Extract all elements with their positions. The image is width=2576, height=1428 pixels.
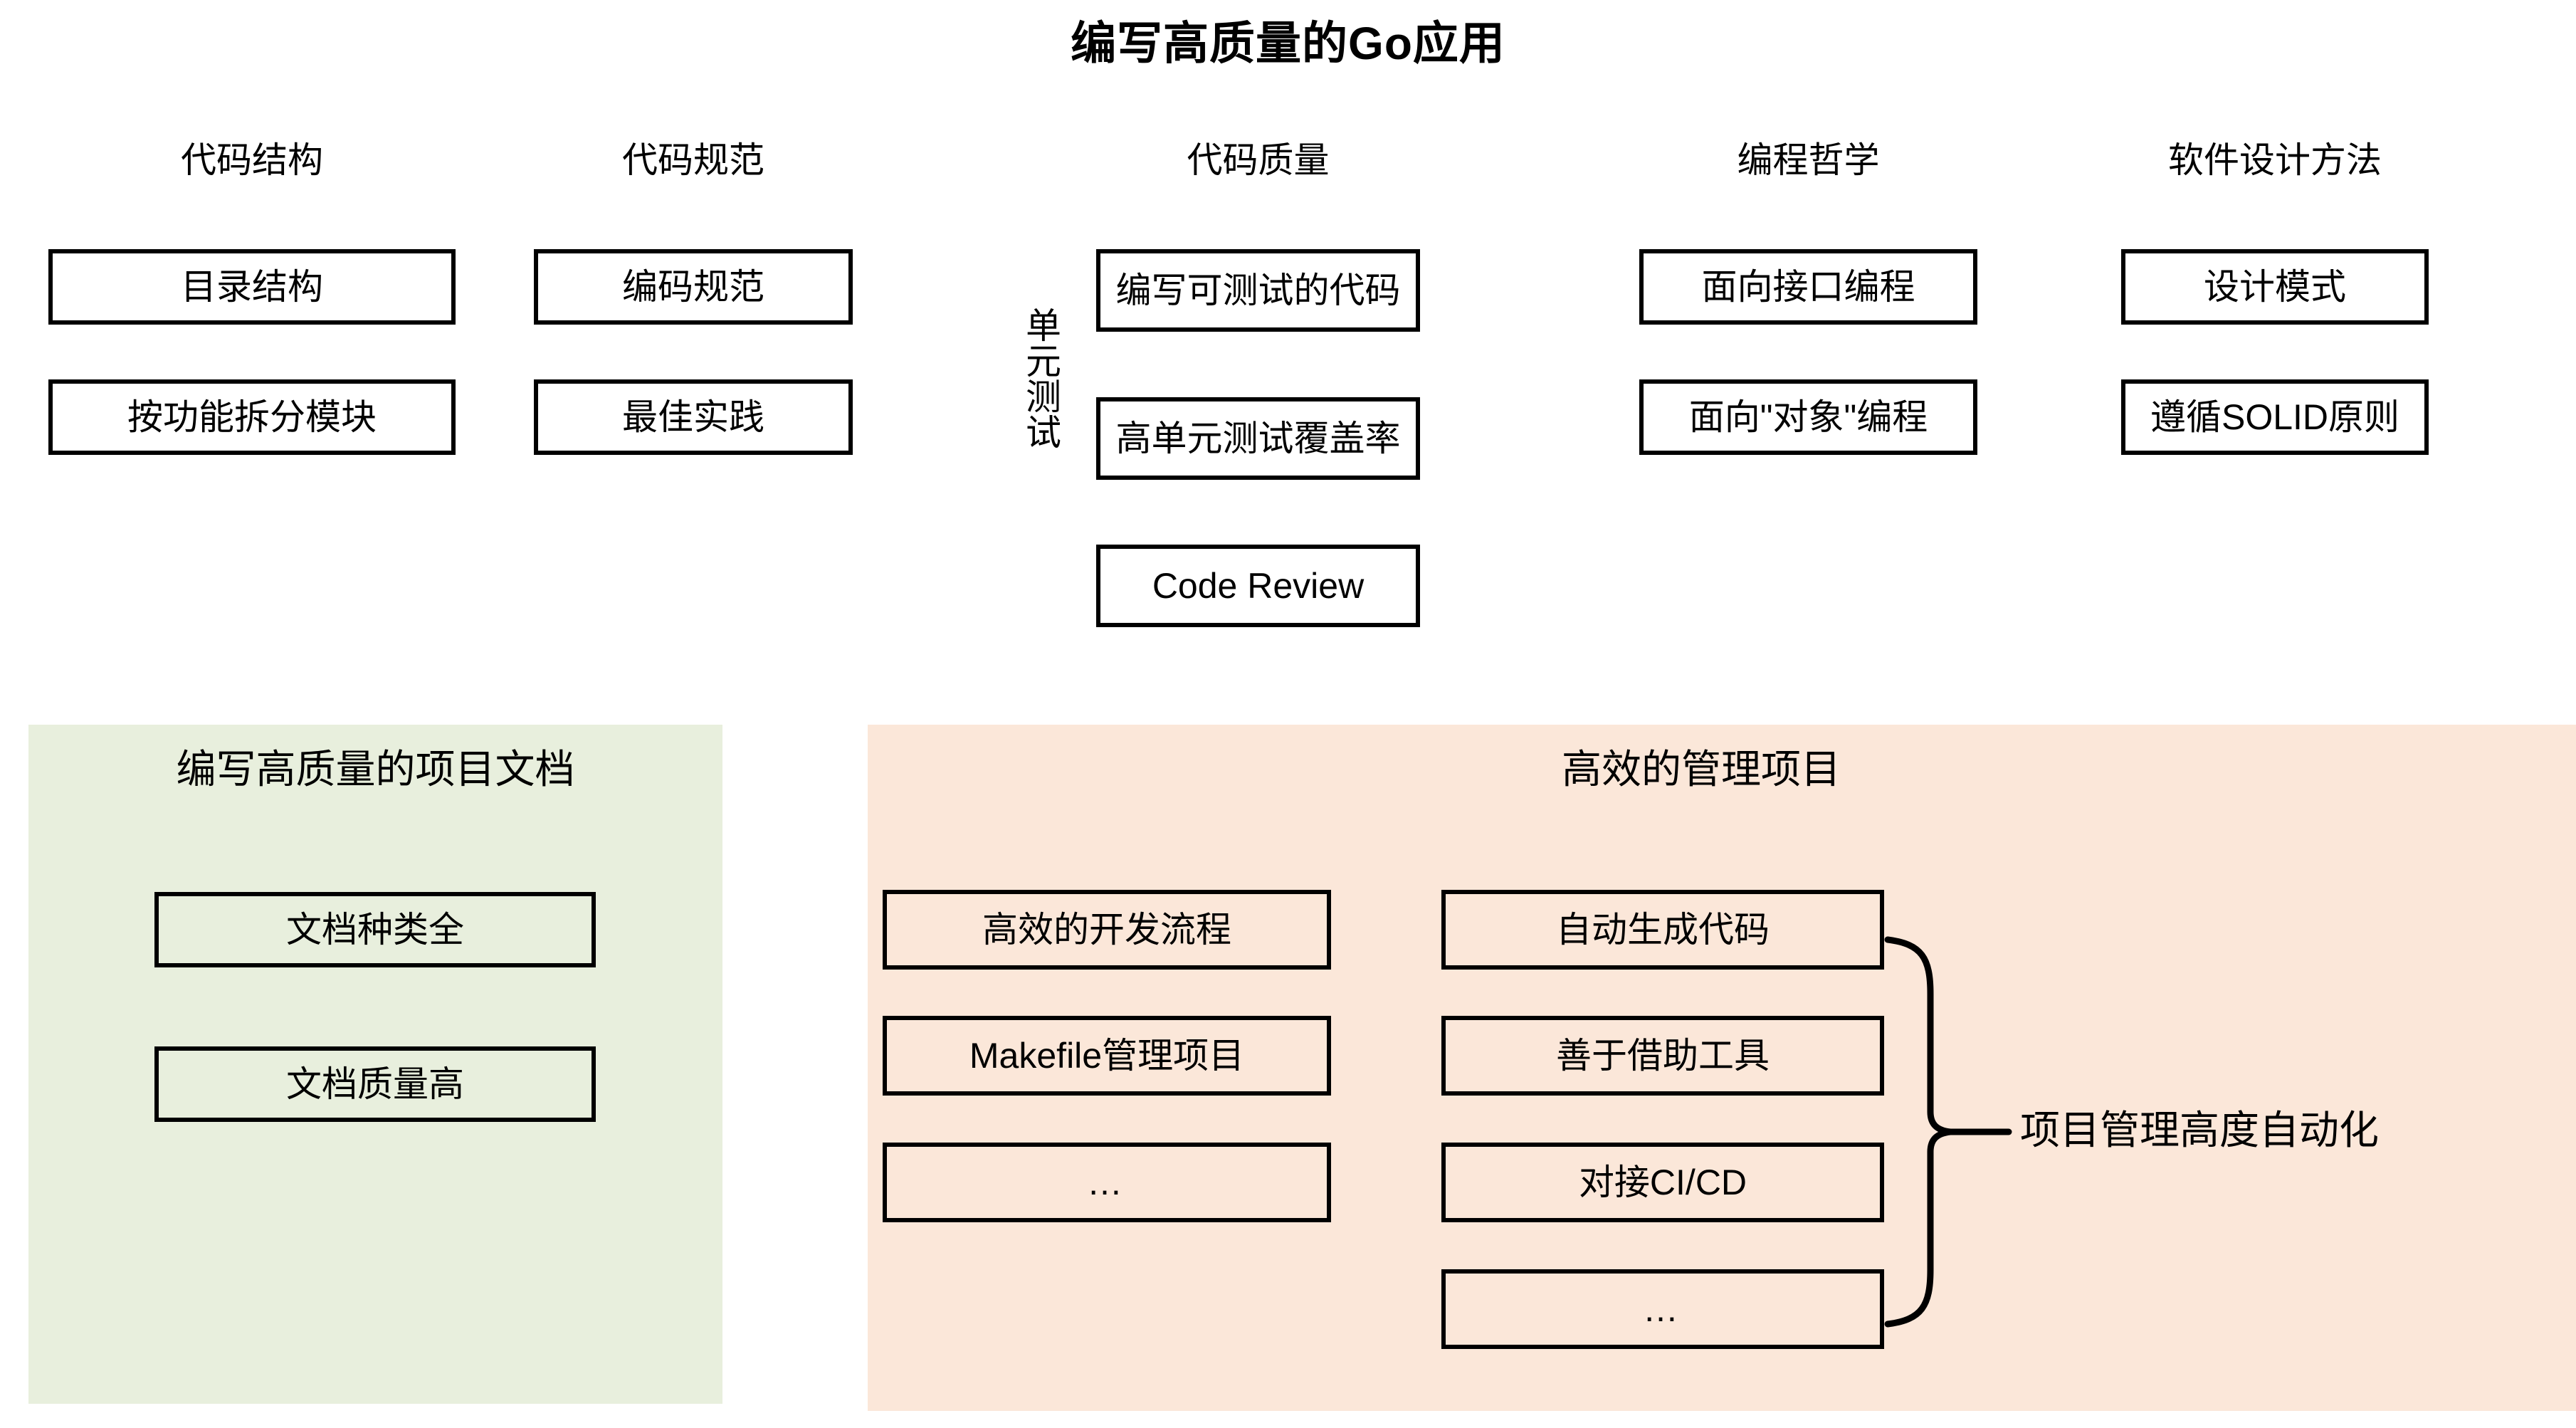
brace-bracket-icon [1884,936,2012,1328]
node-solid-principles[interactable]: 遵循SOLID原则 [2121,379,2429,455]
node-doc-quality-high[interactable]: 文档质量高 [154,1046,596,1122]
node-makefile-management[interactable]: Makefile管理项目 [883,1016,1331,1096]
node-directory-structure[interactable]: 目录结构 [48,249,456,325]
node-use-tools[interactable]: 善于借助工具 [1441,1016,1884,1096]
page-title: 编写高质量的Go应用 [1071,18,1505,69]
column-header-software-design: 软件设计方法 [2168,140,2382,180]
node-best-practice[interactable]: 最佳实践 [534,379,853,455]
node-design-patterns[interactable]: 设计模式 [2121,249,2429,325]
panel-project-management [868,725,2576,1411]
node-efficient-dev-flow[interactable]: 高效的开发流程 [883,890,1331,970]
node-doc-types-complete[interactable]: 文档种类全 [154,892,596,967]
node-left-ellipsis[interactable]: … [883,1143,1331,1222]
node-right-ellipsis[interactable]: … [1441,1269,1884,1349]
node-testable-code[interactable]: 编写可测试的代码 [1096,249,1420,332]
panel-header-project-docs: 编写高质量的项目文档 [176,747,575,792]
node-interface-oriented[interactable]: 面向接口编程 [1639,249,1977,325]
panel-project-docs [28,725,722,1404]
side-label-unit-test: 单元测试 [1021,307,1061,449]
node-high-coverage[interactable]: 高单元测试覆盖率 [1096,397,1420,480]
node-object-oriented[interactable]: 面向"对象"编程 [1639,379,1977,455]
node-auto-generate-code[interactable]: 自动生成代码 [1441,890,1884,970]
panel-header-project-management: 高效的管理项目 [1562,747,1841,792]
column-header-code-structure: 代码结构 [181,140,323,180]
node-ci-cd[interactable]: 对接CI/CD [1441,1143,1884,1222]
column-header-programming-philosophy: 编程哲学 [1737,140,1880,180]
column-header-code-quality: 代码质量 [1187,140,1330,180]
brace-label-automation: 项目管理高度自动化 [2020,1108,2379,1153]
node-code-review[interactable]: Code Review [1096,545,1420,627]
node-split-modules[interactable]: 按功能拆分模块 [48,379,456,455]
node-coding-standard[interactable]: 编码规范 [534,249,853,325]
column-header-code-standard: 代码规范 [622,140,764,180]
